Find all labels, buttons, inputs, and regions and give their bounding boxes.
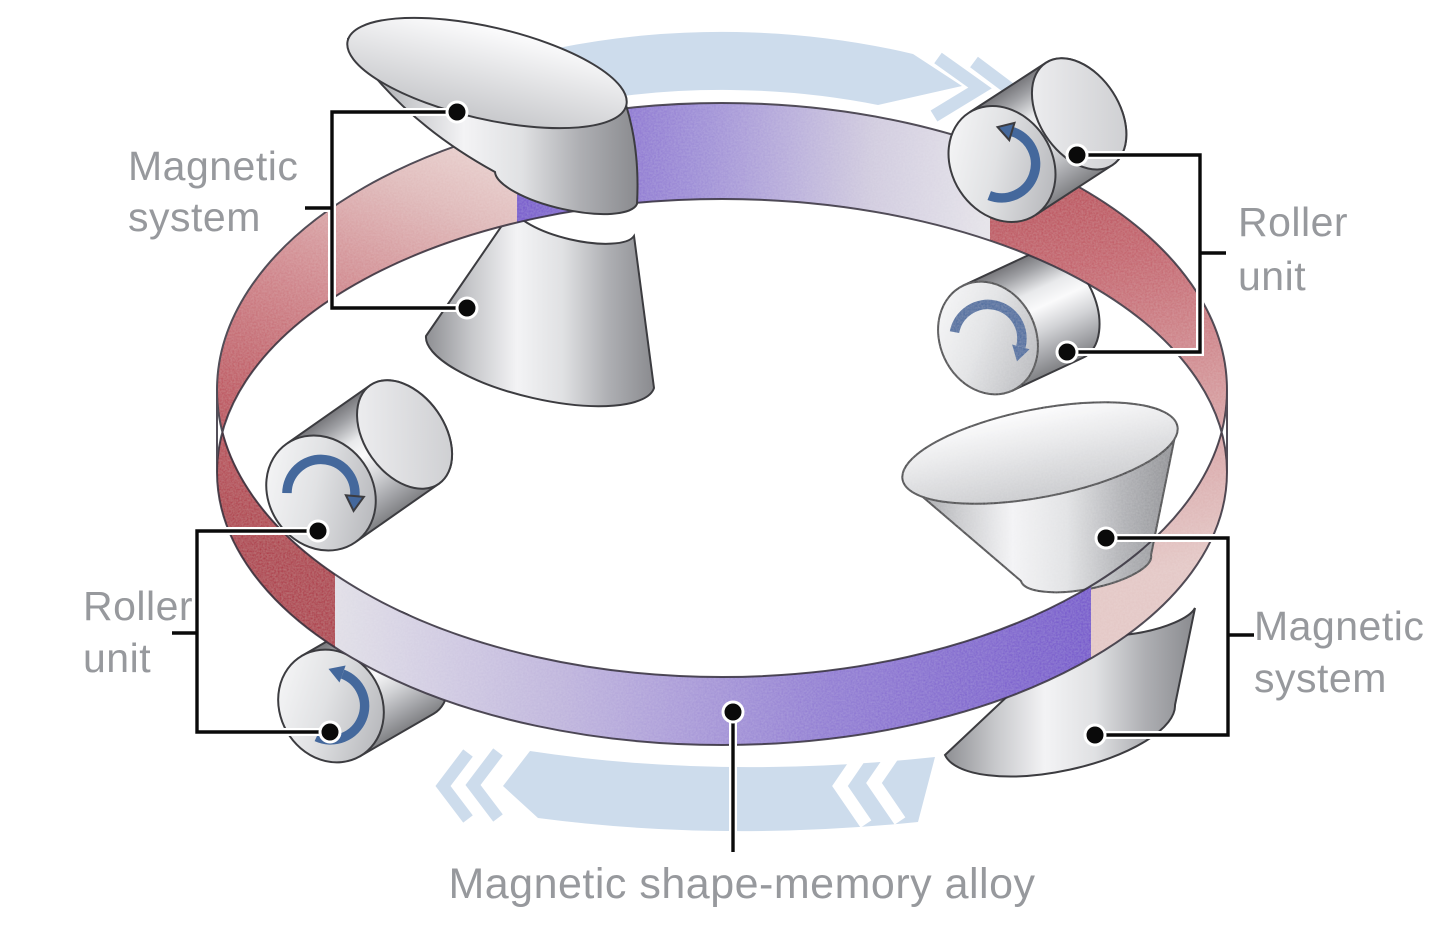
- direction-ribbon-top-band: [558, 31, 962, 106]
- leader-dot: [721, 700, 745, 724]
- leader-dot: [306, 519, 330, 543]
- cone-upper-bottom-right: [901, 401, 1179, 594]
- chevron-left-icon: [435, 749, 473, 823]
- label-roller-unit-right-line1: Roller: [1238, 199, 1348, 245]
- cone-top-face: [346, 16, 628, 130]
- roller-lower-top-right-face: [937, 280, 1039, 396]
- direction-ribbon-bottom: [435, 741, 935, 832]
- label-magnetic-system-bottom-line1: Magnetic: [1254, 603, 1424, 649]
- chevron-left-slit-icon: [866, 741, 906, 825]
- label-alloy: Magnetic shape-memory alloy: [448, 860, 1035, 908]
- cone-upper-top-left: [346, 16, 639, 216]
- leader-dot: [318, 720, 342, 744]
- leader-dot: [1055, 340, 1079, 364]
- leader-dot: [445, 100, 469, 124]
- band-segment-purple-top: [517, 103, 990, 240]
- bracket-magnetic-system-bottom: [1095, 536, 1254, 737]
- leader-dot: [1083, 723, 1107, 747]
- band-outlines: [216, 102, 1228, 746]
- chevron-left-icon: [465, 748, 503, 822]
- leader-dot: [455, 296, 479, 320]
- label-magnetic-system-top-line1: Magnetic: [128, 143, 298, 189]
- roller-upper-bottom-left: [265, 379, 454, 552]
- label-magnetic-system-top-line2: system: [128, 194, 261, 240]
- leader-dot: [1065, 143, 1089, 167]
- label-magnetic-system-bottom-line2: system: [1254, 655, 1387, 701]
- cone-top-face: [901, 401, 1179, 505]
- leader-dot: [1094, 526, 1118, 550]
- alloy-ring-band: [216, 103, 1228, 746]
- labels: Magnetic system Roller unit Roller unit …: [83, 143, 1424, 908]
- cone-lower-top-left: [424, 205, 656, 408]
- label-roller-unit-left-line2: unit: [83, 635, 151, 681]
- label-roller-unit-right-line2: unit: [1238, 253, 1306, 299]
- chevron-right-icon: [930, 52, 992, 122]
- leader-lines: [172, 100, 1254, 852]
- bracket-magnetic-system-top: [305, 110, 467, 310]
- band-segment-purple-bottom: [335, 574, 1091, 746]
- direction-ribbon-bottom-band: [503, 751, 935, 832]
- chevron-left-slit-icon: [832, 744, 872, 828]
- metal-parts-front: [265, 16, 1128, 552]
- bracket-roller-unit-left: [172, 529, 330, 734]
- band-segment-red-right: [990, 147, 1228, 658]
- band-segment-red-left: [216, 128, 517, 648]
- bracket-roller-unit-right: [1067, 153, 1226, 354]
- roller-upper-top-right: [947, 57, 1128, 223]
- label-roller-unit-left-line1: Roller: [83, 583, 193, 629]
